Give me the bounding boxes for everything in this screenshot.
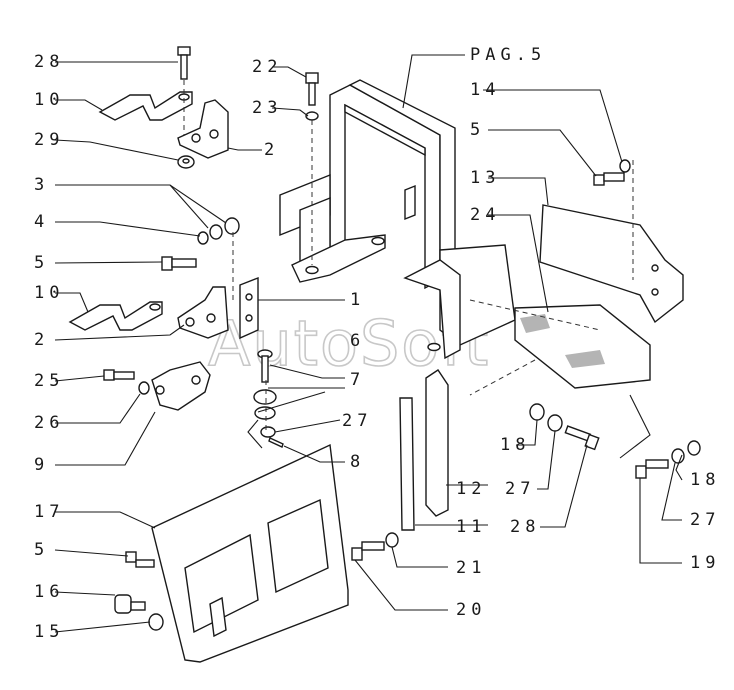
bushing-7 <box>253 389 277 420</box>
pin-6 <box>257 349 273 383</box>
washer-15 <box>148 613 164 631</box>
washer-14 <box>619 159 631 173</box>
nut-29 <box>177 155 195 169</box>
callout-27-center: 27 <box>342 411 372 431</box>
bolt-5-right <box>593 172 625 186</box>
cover-24 <box>514 304 651 389</box>
callout-10-upper: 10 <box>34 90 64 110</box>
callout-28: 28 <box>34 52 64 72</box>
clip-10-upper <box>98 91 193 121</box>
callout-25: 25 <box>34 371 64 391</box>
callout-labels: 28 10 29 3 4 5 10 2 25 26 9 17 5 16 15 2… <box>34 45 720 642</box>
clip-10-lower <box>68 301 163 331</box>
callout-13: 13 <box>470 168 500 188</box>
callout-28-right: 28 <box>510 517 540 537</box>
callout-6: 6 <box>350 331 365 351</box>
callout-7: 7 <box>350 370 365 390</box>
pin-8 <box>268 437 284 448</box>
callout-22: 22 <box>252 57 282 77</box>
bolt-28 <box>177 46 191 80</box>
callout-2-upper: 2 <box>264 140 279 160</box>
callout-18-center: 18 <box>500 435 530 455</box>
bolt-25 <box>103 369 135 381</box>
callout-12: 12 <box>456 479 486 499</box>
washer-27-right <box>671 448 685 464</box>
assembly-lines <box>183 80 634 430</box>
bolt-22 <box>305 72 319 106</box>
callout-29: 29 <box>34 130 64 150</box>
callout-21: 21 <box>456 558 486 578</box>
callout-17: 17 <box>34 502 64 522</box>
callout-2-lower: 2 <box>34 330 49 350</box>
washer-27-center <box>260 426 276 438</box>
callout-20: 20 <box>456 600 486 620</box>
bolt-5-lower <box>125 551 155 568</box>
callout-24: 24 <box>470 205 500 225</box>
callout-14: 14 <box>470 80 500 100</box>
callout-19: 19 <box>690 553 720 573</box>
bolt-19 <box>635 459 669 479</box>
bolt-28-right <box>564 425 600 451</box>
callout-23: 23 <box>252 98 282 118</box>
rail-12 <box>425 369 449 517</box>
callout-4: 4 <box>34 212 49 232</box>
washer-18-center <box>529 403 545 421</box>
knob-16 <box>114 594 146 614</box>
washer-18-right <box>687 440 701 456</box>
callout-27-right: 27 <box>690 510 720 530</box>
hinge-bracket-2-upper <box>177 99 229 159</box>
bolt-5-left <box>161 256 197 271</box>
washers-3-4 <box>197 217 240 245</box>
bolt-20 <box>351 541 385 561</box>
callout-5-right: 5 <box>470 120 485 140</box>
callout-page-reference: PAG.5 <box>470 45 546 65</box>
callout-5-lower: 5 <box>34 540 49 560</box>
callout-5-left: 5 <box>34 253 49 273</box>
support-frame <box>279 79 516 360</box>
callout-27-right-center: 27 <box>505 479 535 499</box>
hinge-bracket-9 <box>151 361 211 411</box>
hinge-bracket-2-lower <box>177 286 229 339</box>
rail-11 <box>399 397 415 531</box>
callout-26: 26 <box>34 413 64 433</box>
callout-11: 11 <box>456 517 486 537</box>
callout-15: 15 <box>34 622 64 642</box>
callout-16: 16 <box>34 582 64 602</box>
hinge-plate-1 <box>239 276 259 340</box>
door-panel-17 <box>151 443 349 663</box>
callout-18-right: 18 <box>690 470 720 490</box>
washer-21 <box>385 532 399 548</box>
callout-10-lower: 10 <box>34 283 64 303</box>
callout-9: 9 <box>34 455 49 475</box>
callout-1: 1 <box>350 290 365 310</box>
leader-lines <box>54 54 683 633</box>
washer-26 <box>138 381 150 395</box>
callout-3: 3 <box>34 175 49 195</box>
plate-13 <box>539 204 684 324</box>
callout-8: 8 <box>350 452 365 472</box>
washer-27-right-center <box>547 414 563 432</box>
